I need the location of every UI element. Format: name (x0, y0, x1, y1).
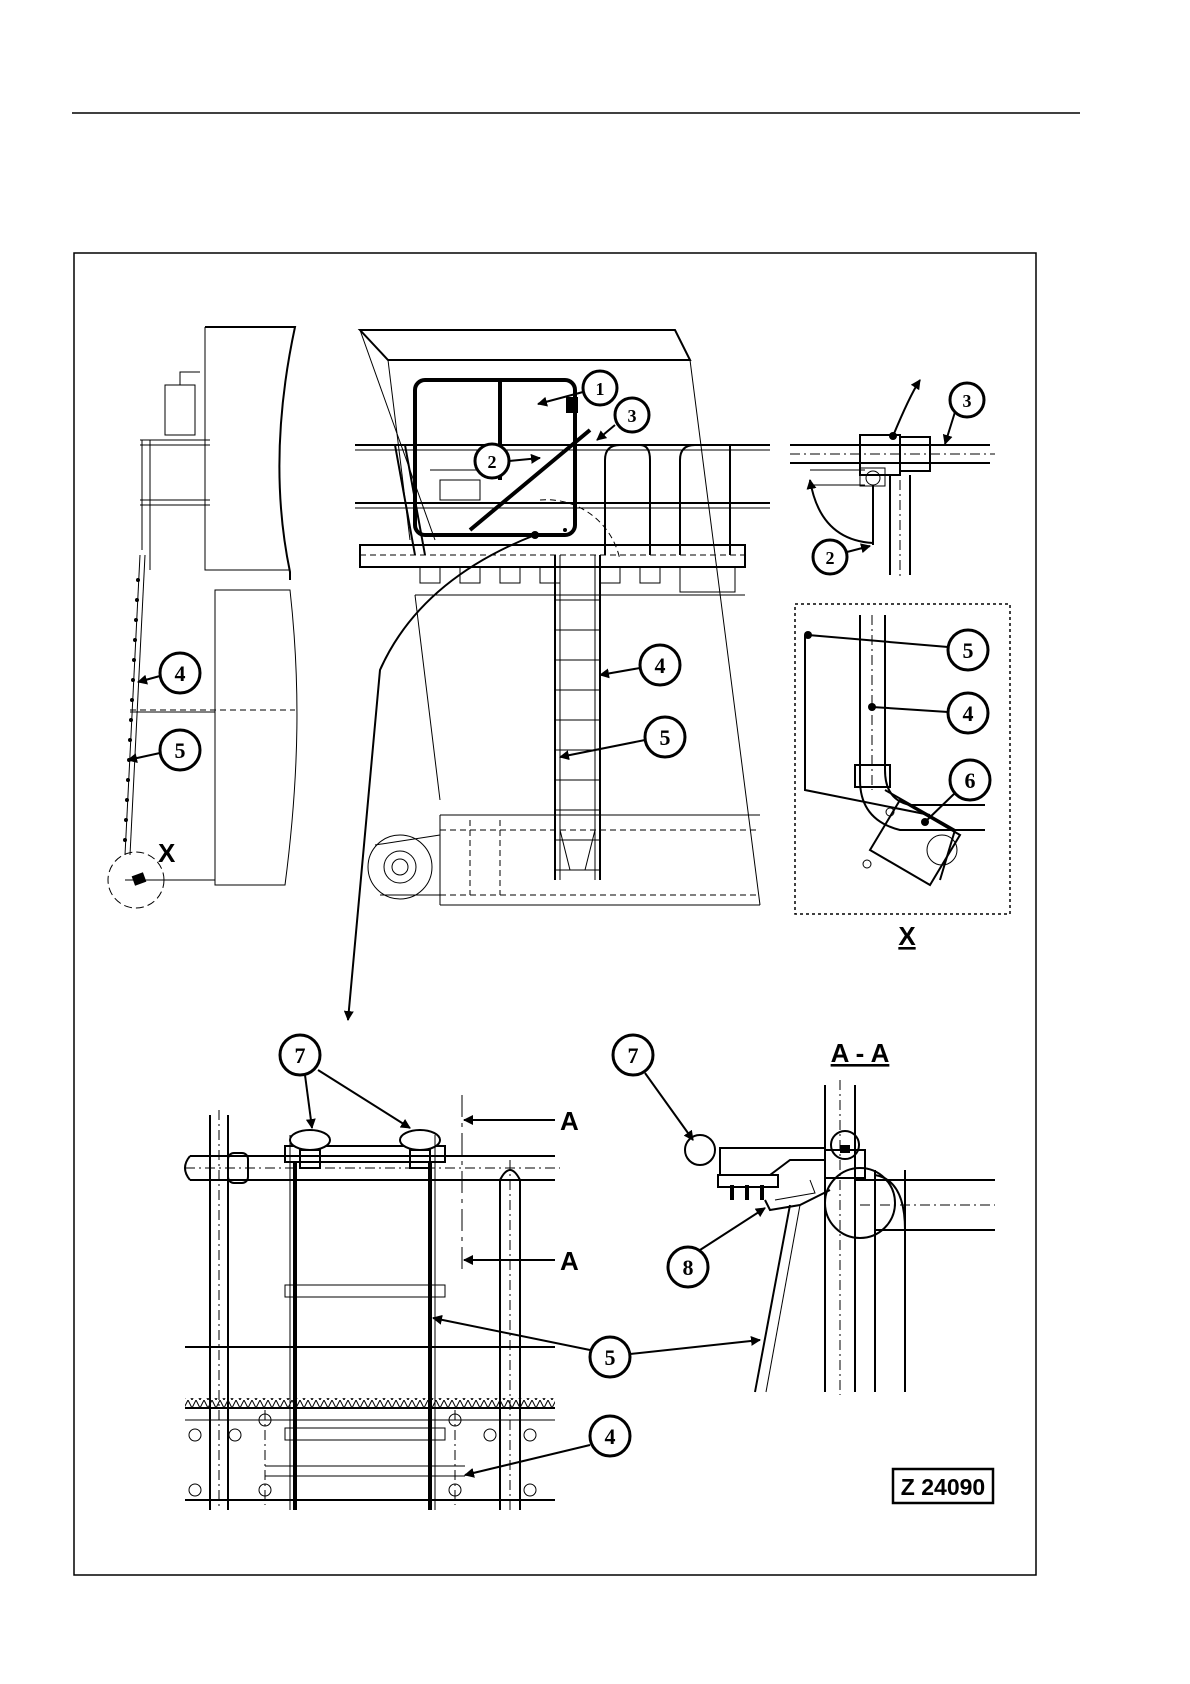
callout-7-section: 7 (613, 1035, 693, 1140)
svg-text:3: 3 (628, 406, 637, 426)
svg-text:7: 7 (295, 1043, 306, 1068)
detail-x-label: X (898, 921, 916, 951)
section-aa: A - A 7 (613, 1035, 995, 1395)
svg-text:4: 4 (655, 653, 666, 678)
svg-text:3: 3 (963, 391, 972, 411)
svg-text:4: 4 (175, 661, 186, 686)
callout-1-front: 1 (538, 371, 617, 413)
callout-5-front: 5 (560, 717, 685, 757)
callout-4-front: 4 (600, 645, 680, 685)
view-x-label: X (158, 838, 176, 868)
svg-text:4: 4 (963, 701, 974, 726)
svg-text:5: 5 (660, 725, 671, 750)
callout-2-front: 2 (475, 444, 540, 478)
section-title: A - A (831, 1038, 890, 1068)
svg-text:5: 5 (963, 638, 974, 663)
callout-8-section: 8 (668, 1208, 765, 1287)
section-marker-bottom: A (560, 1246, 579, 1276)
callout-5-side: 5 (128, 730, 200, 770)
detail-x: X 5 4 6 (795, 604, 1010, 951)
callout-2-latch: 2 (813, 540, 870, 574)
callout-3-latch: 3 (945, 383, 984, 444)
svg-text:7: 7 (628, 1043, 639, 1068)
detail-latch: 3 2 (790, 380, 995, 578)
callout-6-detail-x: 6 (921, 760, 990, 826)
drawing-code: Z 24090 (893, 1469, 993, 1503)
section-marker-top: A (560, 1106, 579, 1136)
svg-text:4: 4 (605, 1424, 616, 1449)
svg-text:6: 6 (965, 768, 976, 793)
svg-text:5: 5 (175, 738, 186, 763)
callout-4-side: 4 (138, 653, 200, 693)
svg-text:5: 5 (605, 1345, 616, 1370)
callout-7-ladder: 7 (280, 1035, 410, 1128)
side-view: X 4 5 (108, 327, 297, 908)
svg-text:8: 8 (683, 1255, 694, 1280)
svg-text:1: 1 (596, 379, 605, 399)
callout-4-ladder: 4 (465, 1416, 630, 1475)
drawing-code-text: Z 24090 (901, 1474, 985, 1500)
svg-text:2: 2 (826, 548, 835, 568)
callout-5-detail-x: 5 (804, 630, 988, 670)
front-view: 1 3 2 4 5 (348, 330, 770, 1020)
svg-text:2: 2 (488, 452, 497, 472)
